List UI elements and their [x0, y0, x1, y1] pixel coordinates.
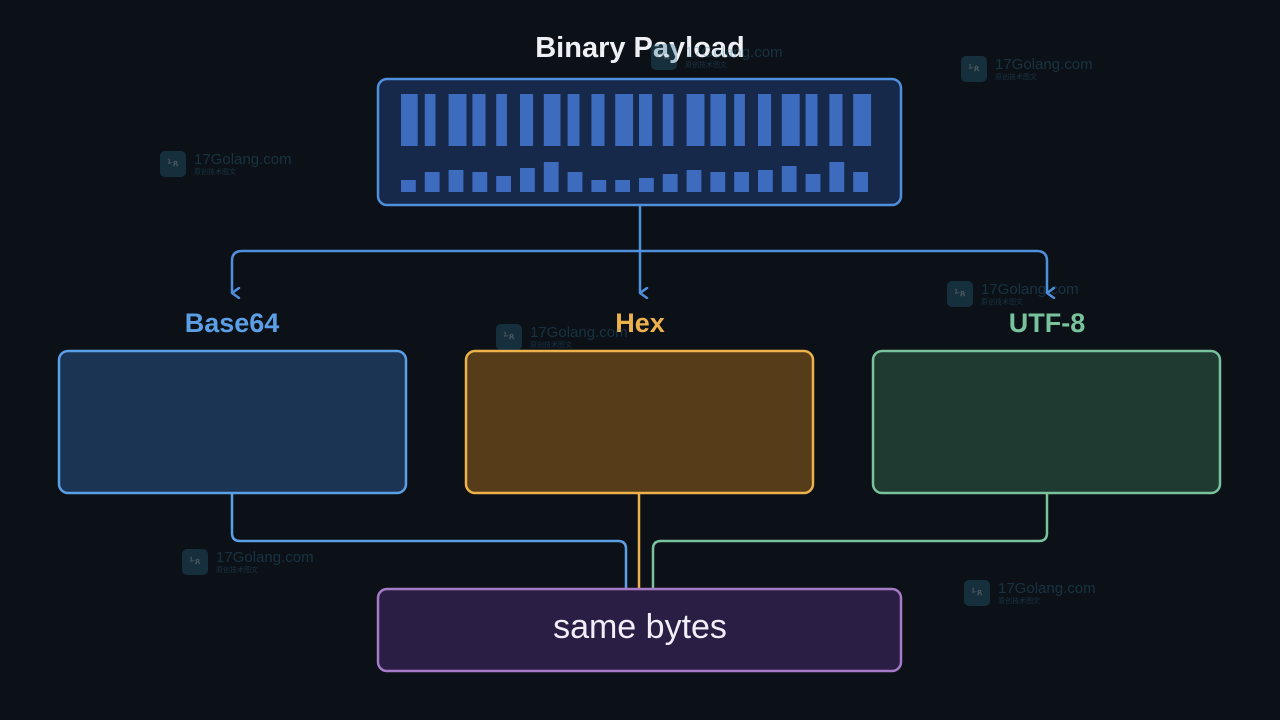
- payload-byte-bar: [591, 180, 607, 192]
- payload-byte-bar: [853, 94, 872, 146]
- payload-byte-bar: [472, 172, 488, 192]
- payload-byte-bar: [805, 174, 821, 192]
- payload-byte-bar: [686, 170, 702, 192]
- payload-byte-bar: [734, 172, 749, 192]
- payload-byte-bar: [615, 180, 630, 192]
- payload-byte-bar: [543, 162, 559, 192]
- payload-byte-bar: [734, 94, 745, 146]
- payload-byte-bar: [710, 172, 726, 192]
- payload-byte-bar: [424, 94, 436, 146]
- watermark-text: 17Golang.com: [194, 151, 292, 168]
- watermark-logo-icon: ⅟ጸ: [947, 281, 973, 307]
- watermark-subtext: 原创技术图文: [194, 168, 236, 176]
- same-bytes-box: [376, 587, 903, 673]
- watermark-logo-icon: ⅟ጸ: [160, 151, 186, 177]
- payload-byte-bar: [805, 94, 818, 146]
- payload-byte-bar: [591, 94, 605, 146]
- same-bytes-label: same bytes: [553, 608, 727, 646]
- payload-byte-bar: [496, 94, 507, 146]
- payload-byte-bar: [567, 94, 580, 146]
- payload-byte-bar: [639, 178, 654, 192]
- payload-byte-bar: [448, 94, 467, 146]
- payload-byte-bar: [829, 94, 843, 146]
- payload-byte-bar: [710, 94, 726, 146]
- payload-byte-bar: [639, 94, 653, 146]
- payload-byte-bar: [758, 170, 773, 192]
- payload-byte-bar: [853, 172, 868, 192]
- watermark-logo-icon: ⅟ጸ: [182, 549, 208, 575]
- payload-byte-bar: [520, 168, 535, 192]
- branch-to-utf8-connector: [640, 249, 1047, 293]
- payload-byte-bar: [758, 94, 772, 146]
- base64-box: [57, 349, 408, 495]
- base64-label: Base64: [184, 308, 280, 338]
- payload-byte-bar: [401, 94, 418, 146]
- payload-byte-bars: [401, 94, 872, 192]
- watermark-logo-icon: ⅟ጸ: [496, 324, 522, 350]
- watermark-text: 17Golang.com: [530, 324, 628, 341]
- utf8-box: [871, 349, 1222, 495]
- watermark-subtext: 原创技术图文: [530, 341, 572, 349]
- payload-byte-bar: [829, 162, 845, 192]
- payload-byte-bar: [567, 172, 583, 192]
- branch-to-base64-connector: [230, 249, 640, 293]
- base64-to-result-connector: [230, 493, 628, 589]
- hex-label: Hex: [615, 308, 665, 338]
- watermark-subtext: 原创技术图文: [995, 73, 1037, 81]
- payload-byte-bar: [662, 174, 678, 192]
- watermark-text: 17Golang.com: [685, 44, 783, 61]
- payload-byte-bar: [448, 170, 464, 192]
- watermark-text: 17Golang.com: [995, 56, 1093, 73]
- utf8-label: UTF-8: [1008, 308, 1086, 338]
- watermark-text: 17Golang.com: [981, 281, 1079, 298]
- payload-byte-bar: [781, 94, 800, 146]
- payload-byte-bar: [424, 172, 440, 192]
- watermark-logo-icon: ⅟ጸ: [964, 580, 990, 606]
- payload-byte-bar: [472, 94, 486, 146]
- watermark-text: 17Golang.com: [998, 580, 1096, 597]
- payload-byte-bar: [543, 94, 561, 146]
- watermark-logo-icon: ⅟ጸ: [651, 44, 677, 70]
- watermark-subtext: 原创技术图文: [998, 597, 1040, 605]
- payload-byte-bar: [520, 94, 534, 146]
- payload-byte-bar: [781, 166, 797, 192]
- payload-byte-bar: [686, 94, 705, 146]
- hex-box: [464, 349, 815, 495]
- watermark-subtext: 原创技术图文: [981, 298, 1023, 306]
- payload-byte-bar: [662, 94, 674, 146]
- utf8-to-result-connector: [651, 493, 1049, 589]
- watermark-subtext: 原创技术图文: [216, 566, 258, 574]
- payload-byte-bar: [496, 176, 511, 192]
- watermark-text: 17Golang.com: [216, 549, 314, 566]
- watermark-logo-icon: ⅟ጸ: [961, 56, 987, 82]
- payload-byte-bar: [615, 94, 634, 146]
- payload-byte-bar: [401, 180, 416, 192]
- binary-payload-title: Binary Payload: [535, 32, 745, 64]
- watermark-subtext: 原创技术图文: [685, 61, 727, 69]
